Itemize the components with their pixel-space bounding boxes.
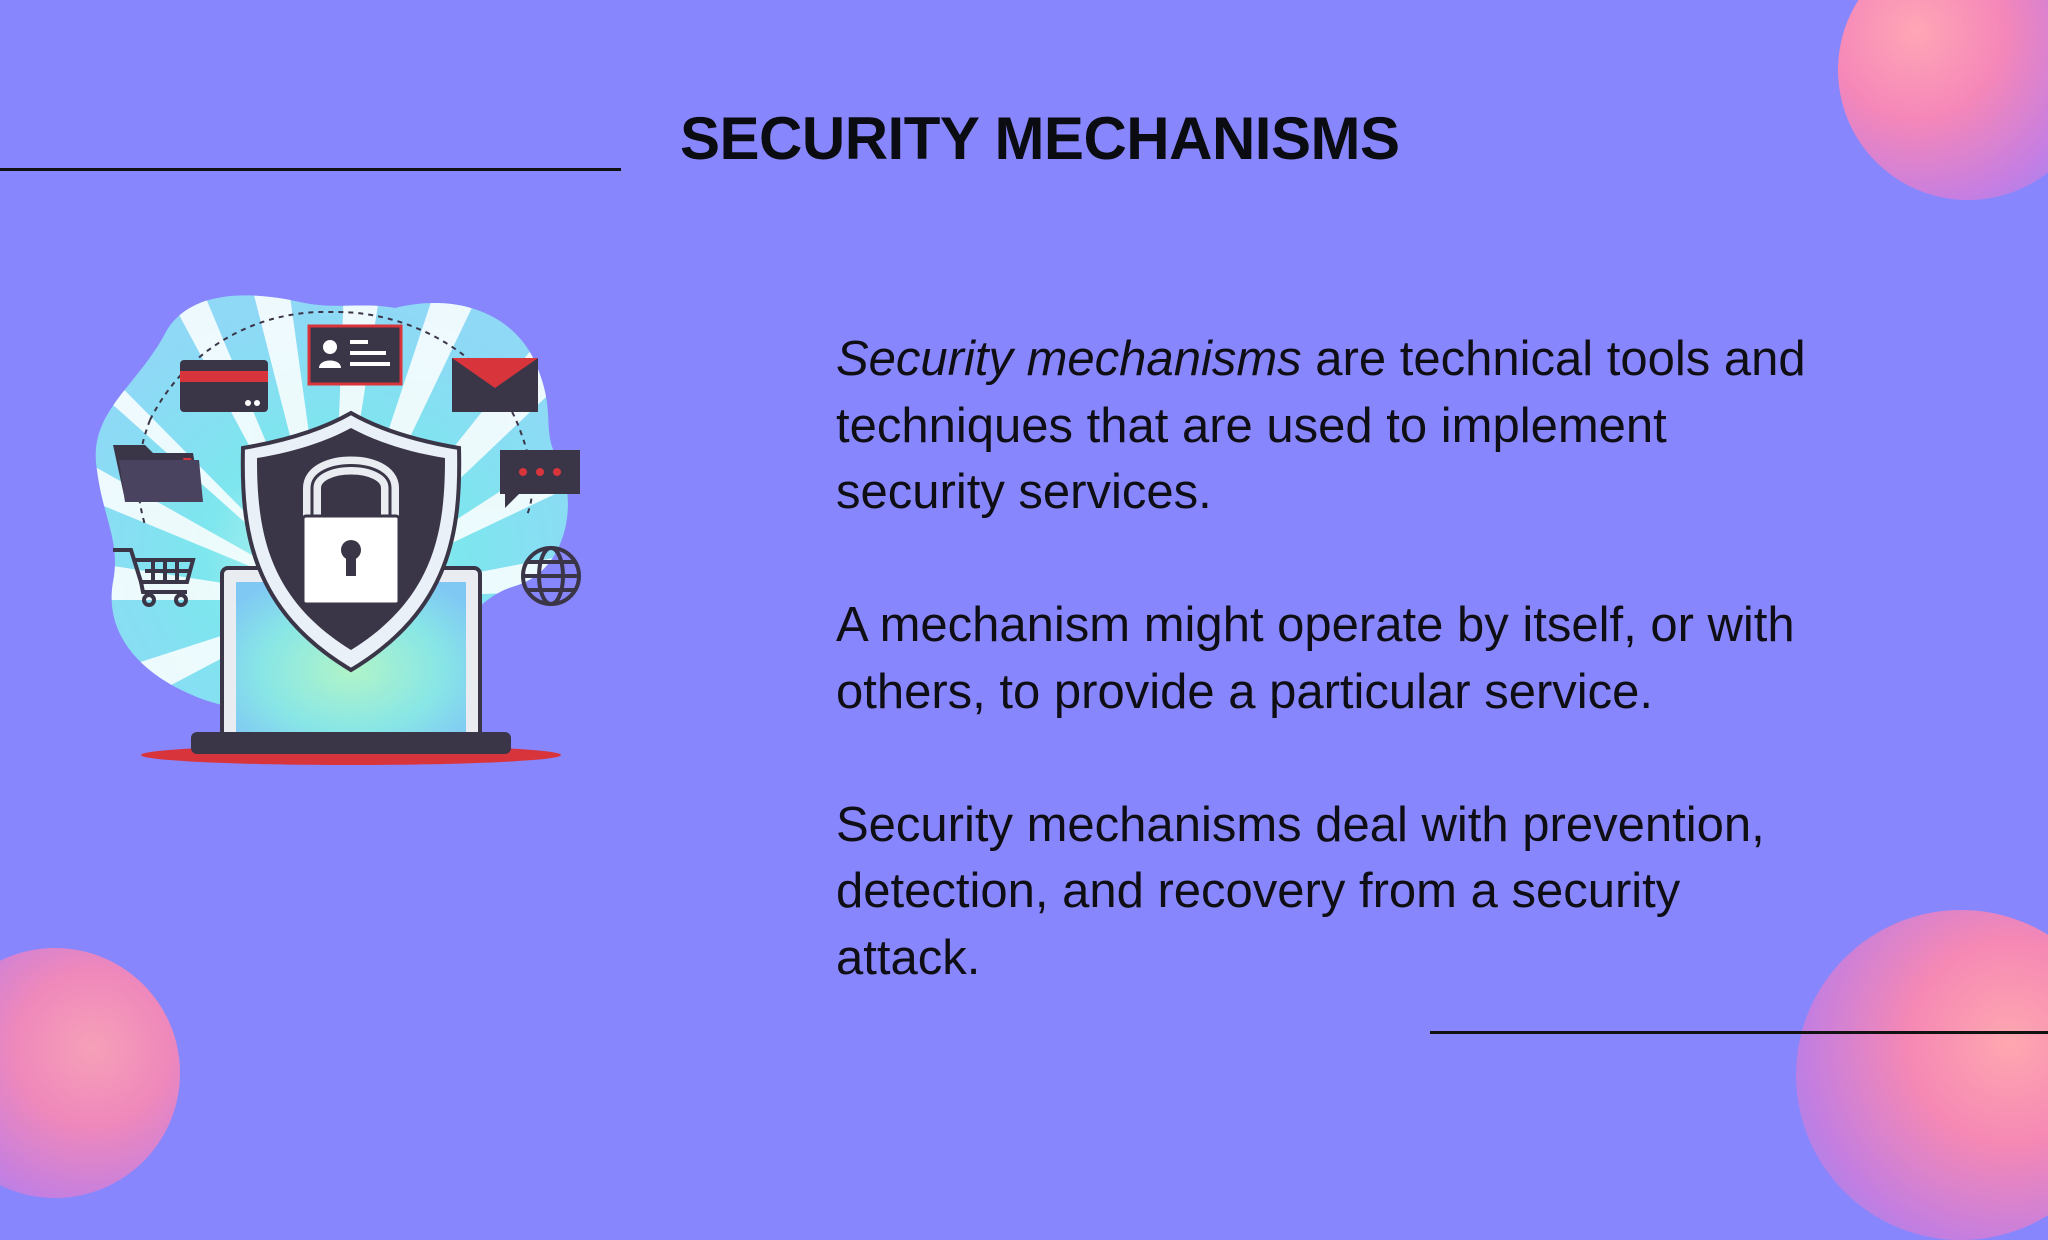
title-underline-rule xyxy=(0,168,621,171)
slide-title: SECURITY MECHANISMS xyxy=(680,105,1400,172)
envelope-icon xyxy=(452,358,538,412)
folder-icon xyxy=(113,445,203,502)
credit-card-icon xyxy=(180,360,268,412)
paragraph-definition: Security mechanisms are technical tools … xyxy=(836,326,1836,526)
chat-bubble-icon xyxy=(500,450,580,508)
emphasis-term: Security mechanisms xyxy=(836,332,1302,386)
globe-icon xyxy=(521,546,581,606)
decorative-orb-top-right xyxy=(1838,0,2048,200)
shopping-cart-icon xyxy=(113,548,196,607)
id-card-icon xyxy=(307,324,403,386)
slide-body: Security mechanisms are technical tools … xyxy=(836,326,1836,1058)
decorative-orb-bottom-left xyxy=(0,948,180,1198)
paragraph-purpose: Security mechanisms deal with prevention… xyxy=(836,797,1765,985)
padlock-icon xyxy=(301,456,401,606)
security-illustration xyxy=(95,295,581,765)
paragraph-operation: A mechanism might operate by itself, or … xyxy=(836,598,1795,719)
paragraph-definition-text: are technical tools and techniques that … xyxy=(836,332,1806,519)
bottom-rule xyxy=(1430,1031,2048,1034)
